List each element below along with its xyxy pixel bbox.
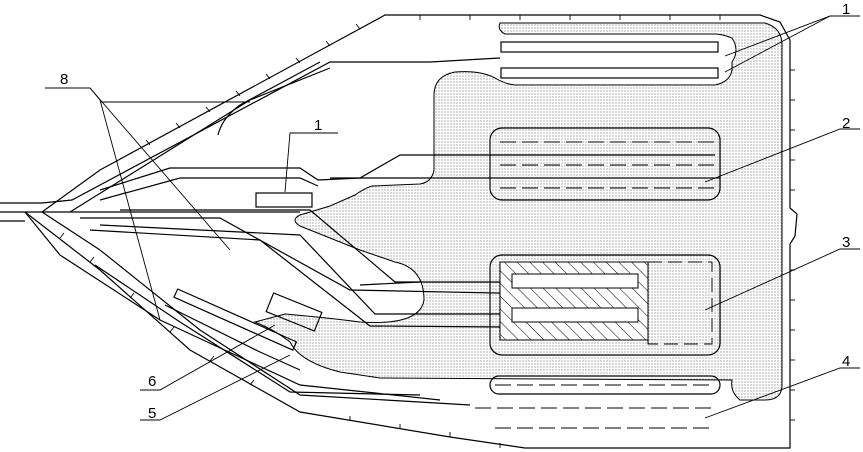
area-1-sheds [500, 41, 719, 79]
entry-tracks [0, 57, 501, 406]
label-3: 3 [842, 234, 850, 251]
label-4: 4 [842, 353, 850, 370]
fence-ticks [59, 15, 795, 448]
area-4 [475, 375, 721, 429]
site-boundary [24, 14, 798, 449]
stippled-area [253, 22, 783, 401]
area-2 [489, 127, 721, 201]
label-5: 5 [148, 405, 156, 422]
building-6 [265, 292, 323, 332]
label-6: 6 [148, 373, 156, 390]
center-building [255, 192, 313, 208]
label-1-top-right: 1 [842, 1, 850, 18]
label-8: 8 [60, 71, 68, 88]
leader-lines [45, 15, 860, 421]
label-2: 2 [842, 115, 850, 132]
area-3 [489, 254, 721, 356]
building-5 [173, 288, 298, 351]
lower-tracks [94, 264, 421, 396]
top-siding [217, 61, 321, 136]
label-1-center: 1 [314, 117, 322, 134]
